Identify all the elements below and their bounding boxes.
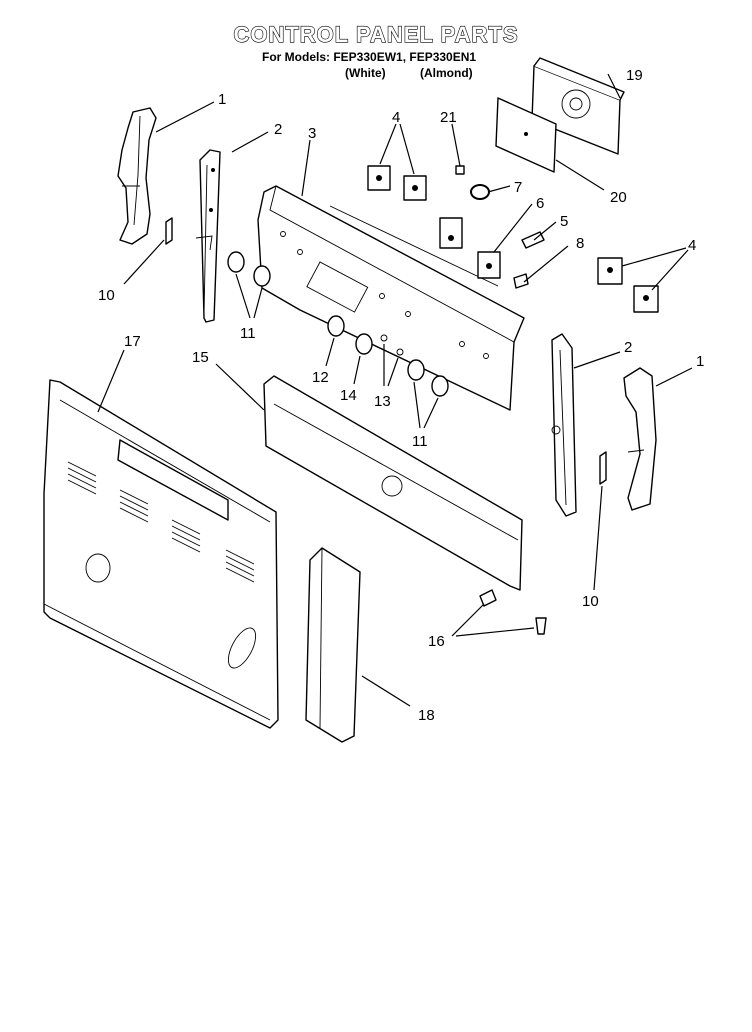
callout-3: 3 <box>308 125 316 142</box>
callout-2-right: 2 <box>624 339 632 356</box>
callout-7: 7 <box>514 179 522 196</box>
callout-2-left: 2 <box>274 121 282 138</box>
callout-1-left: 1 <box>218 91 226 108</box>
callout-12: 12 <box>312 369 329 386</box>
callout-16: 16 <box>428 633 445 650</box>
clock-clip-part <box>455 165 465 175</box>
callout-4-top: 4 <box>392 109 400 126</box>
callout-6: 6 <box>536 195 544 212</box>
side-bracket-right-part <box>551 333 577 517</box>
trim-strip-part <box>305 547 361 743</box>
rear-panel-part <box>43 379 279 729</box>
callout-18: 18 <box>418 707 435 724</box>
callout-20: 20 <box>610 189 627 206</box>
callout-17: 17 <box>124 333 141 350</box>
model-list: For Models: FEP330EW1, FEP330EN1 <box>262 50 477 64</box>
callout-14: 14 <box>340 387 357 404</box>
callout-19: 19 <box>626 67 643 84</box>
control-panel-part <box>257 185 525 411</box>
end-cap-right-part <box>623 367 657 511</box>
callout-10-right: 10 <box>582 593 599 610</box>
callout-11-right: 11 <box>412 433 428 450</box>
clock-assembly-part <box>531 57 625 155</box>
callout-1-right: 1 <box>696 353 704 370</box>
callout-11-left: 11 <box>240 325 256 342</box>
callout-21: 21 <box>440 109 457 126</box>
side-bracket-left-part <box>195 149 221 323</box>
diagram-title: CONTROL PANEL PARTS <box>233 21 519 47</box>
callout-5: 5 <box>560 213 568 230</box>
leader-lines <box>97 73 693 707</box>
callout-4-right: 4 <box>688 237 696 254</box>
callout-8: 8 <box>576 235 584 252</box>
callout-labels: 1 2 3 4 21 19 20 7 6 5 8 4 10 11 12 14 1… <box>98 67 704 724</box>
indicator-light-part <box>513 273 529 289</box>
infinite-switch-part <box>367 165 427 201</box>
clip-left-part <box>165 217 173 245</box>
control-knob-part <box>227 251 449 397</box>
callout-15: 15 <box>192 349 209 366</box>
panel-support-part <box>263 375 523 591</box>
infinite-switch-right-part <box>597 257 659 313</box>
callout-10-left: 10 <box>98 287 115 304</box>
switch-6-part <box>439 217 501 279</box>
end-cap-left-part <box>117 107 157 245</box>
clip-right-part <box>599 451 607 485</box>
callout-13: 13 <box>374 393 391 410</box>
variant-almond-label: (Almond) <box>420 66 473 80</box>
clock-overlay-part <box>495 97 557 173</box>
screw-part <box>479 589 547 635</box>
ring-part <box>470 184 490 200</box>
variant-white-label: (White) <box>345 66 386 80</box>
